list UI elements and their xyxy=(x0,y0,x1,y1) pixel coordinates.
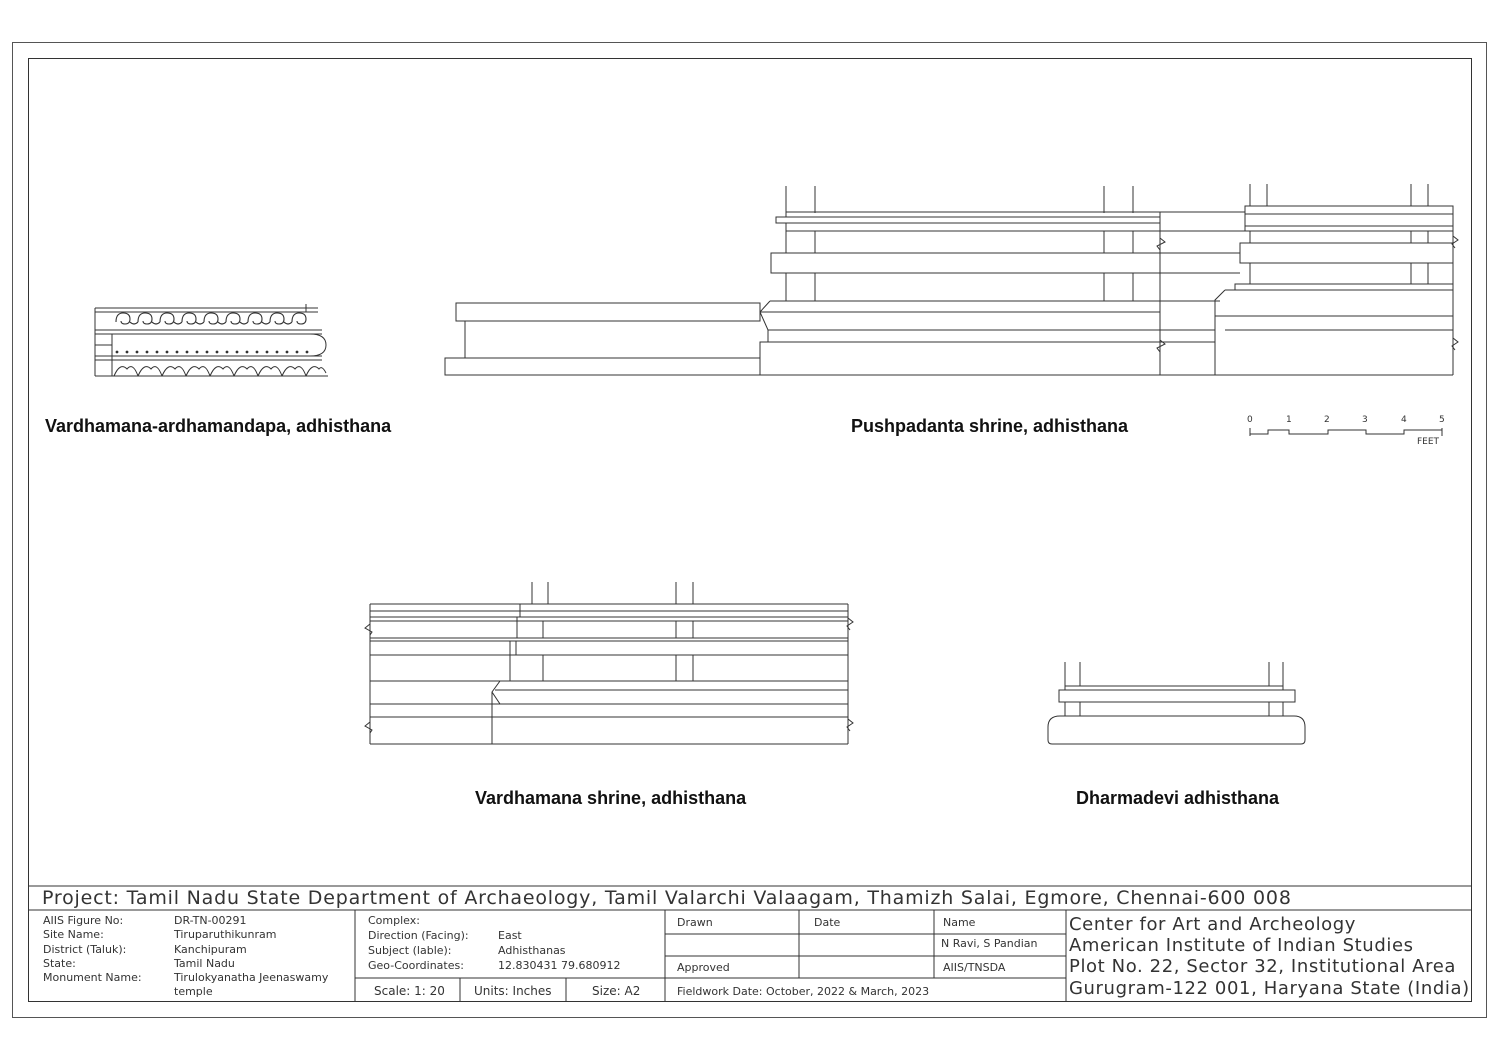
value-geo-coordinates: 12.830431 79.680912 xyxy=(498,959,621,972)
value-drawn-by: N Ravi, S Pandian xyxy=(941,937,1038,950)
scale-value: Scale: 1: 20 xyxy=(374,984,445,998)
scale-tick-3: 3 xyxy=(1362,415,1368,425)
scale-tick-1: 1 xyxy=(1286,415,1292,425)
value-monument-name-2: temple xyxy=(174,985,213,998)
units-value: Units: Inches xyxy=(474,984,552,998)
label-monument-name: Monument Name: xyxy=(43,971,142,984)
label-approved: Approved xyxy=(677,961,730,974)
label-subject: Subject (lable): xyxy=(368,944,452,957)
dharmadevi-elevation xyxy=(1047,662,1306,745)
scale-bar xyxy=(1249,428,1443,436)
scale-tick-5: 5 xyxy=(1439,415,1445,425)
project-line: Project: Tamil Nadu State Department of … xyxy=(42,887,1292,909)
label-direction: Direction (Facing): xyxy=(368,929,469,942)
value-direction: East xyxy=(498,929,522,942)
title-block-grid xyxy=(28,885,1472,1002)
value-site-name: Tiruparuthikunram xyxy=(174,928,277,941)
label-drawn: Drawn xyxy=(677,916,713,929)
scale-tick-4: 4 xyxy=(1401,415,1407,425)
caption-vardhamana-ardhamandapa: Vardhamana-ardhamandapa, adhisthana xyxy=(45,416,392,436)
size-value: Size: A2 xyxy=(592,984,641,998)
org-line-3: Plot No. 22, Sector 32, Institutional Ar… xyxy=(1069,956,1457,977)
value-district: Kanchipuram xyxy=(174,943,247,956)
value-approved-by: AIIS/TNSDA xyxy=(943,961,1006,974)
org-line-2: American Institute of Indian Studies xyxy=(1069,935,1414,956)
pushpadanta-elevation xyxy=(444,184,1459,376)
label-figure-no: AIIS Figure No: xyxy=(43,914,124,927)
caption-dharmadevi: Dharmadevi adhisthana xyxy=(1076,788,1280,808)
org-line-1: Center for Art and Archeology xyxy=(1069,914,1357,935)
fieldwork-date: Fieldwork Date: October, 2022 & March, 2… xyxy=(677,985,930,998)
org-line-4: Gurugram-122 001, Haryana State (India) xyxy=(1069,978,1470,999)
label-district: District (Taluk): xyxy=(43,943,127,956)
sheet-outer-border xyxy=(12,42,1487,1018)
value-state: Tamil Nadu xyxy=(174,957,235,970)
value-subject: Adhisthanas xyxy=(498,944,566,957)
scale-tick-2: 2 xyxy=(1324,415,1330,425)
value-monument-name-1: Tirulokyanatha Jeenaswamy xyxy=(174,971,329,984)
label-site-name: Site Name: xyxy=(43,928,104,941)
caption-pushpadanta: Pushpadanta shrine, adhisthana xyxy=(851,416,1129,436)
sheet-inner-border xyxy=(28,58,1472,1002)
label-date: Date xyxy=(814,916,841,929)
value-figure-no: DR-TN-00291 xyxy=(174,914,247,927)
scale-tick-0: 0 xyxy=(1247,415,1253,425)
vardhamana-ardhamandapa-elevation xyxy=(94,304,328,377)
label-geo-coordinates: Geo-Coordinates: xyxy=(368,959,464,972)
label-name: Name xyxy=(943,916,976,929)
caption-vardhamana-shrine: Vardhamana shrine, adhisthana xyxy=(475,788,747,808)
label-complex: Complex: xyxy=(368,914,420,927)
label-state: State: xyxy=(43,957,76,970)
scale-unit-label: FEET xyxy=(1417,437,1440,447)
vardhamana-shrine-elevation xyxy=(364,582,854,745)
